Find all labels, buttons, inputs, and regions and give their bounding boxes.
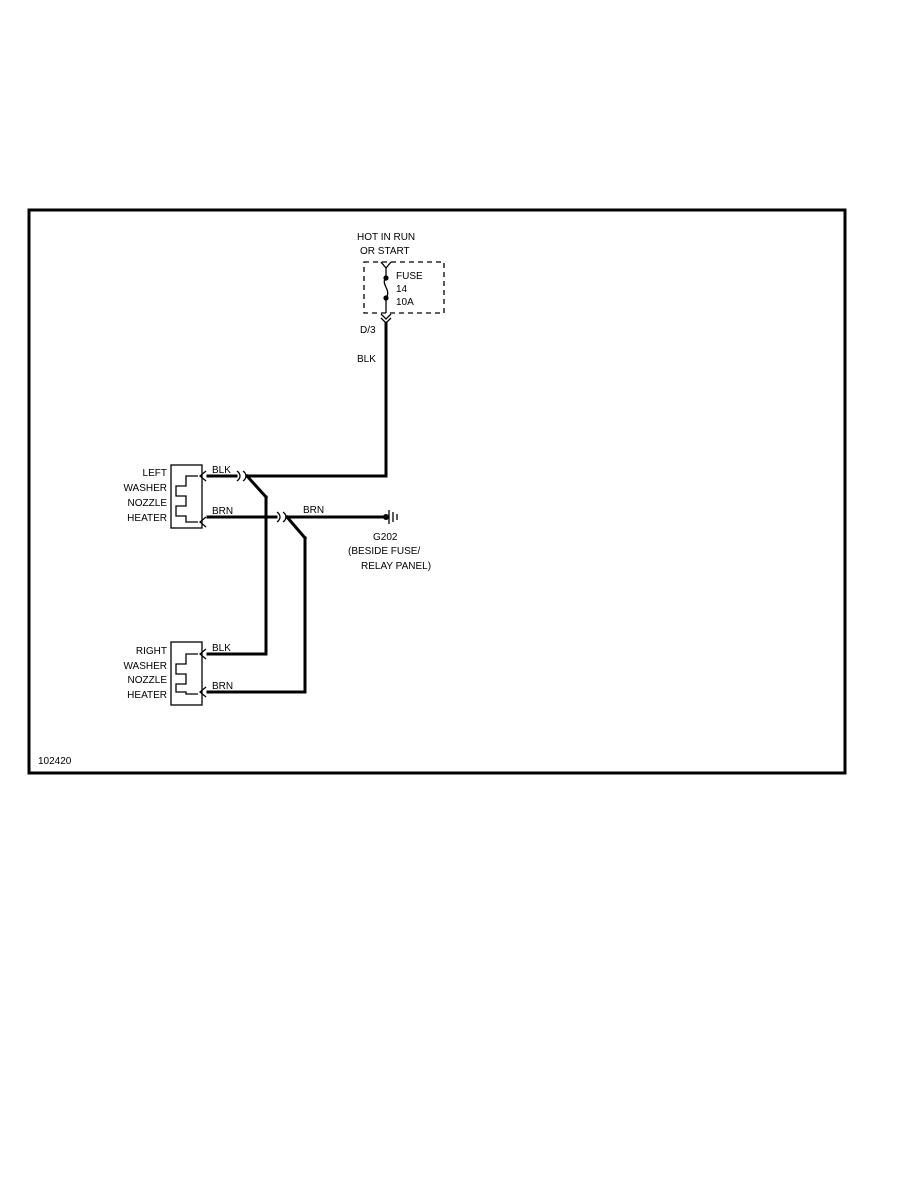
wire-label-right-brn: BRN bbox=[212, 681, 233, 692]
power-source-line1: HOT IN RUN bbox=[357, 232, 415, 243]
right-heater-component bbox=[170, 641, 207, 706]
fuse-label: FUSE bbox=[396, 271, 423, 282]
power-source-line2: OR START bbox=[360, 246, 410, 257]
ground-symbol bbox=[383, 510, 398, 524]
wire-label-fuse-feed: BLK bbox=[357, 354, 376, 365]
right-heater-label-1: RIGHT bbox=[136, 646, 167, 657]
ground-location-2: RELAY PANEL) bbox=[361, 561, 431, 572]
fuse-number: 14 bbox=[396, 284, 408, 295]
left-heater-label-4: HEATER bbox=[127, 513, 167, 524]
right-heater-label-4: HEATER bbox=[127, 690, 167, 701]
left-heater-label-3: NOZZLE bbox=[128, 498, 168, 509]
connector-d3-label: D/3 bbox=[360, 325, 376, 336]
wire-label-left-blk: BLK bbox=[212, 465, 231, 476]
ground-id: G202 bbox=[373, 532, 398, 543]
fuse-rating: 10A bbox=[396, 297, 414, 308]
splice-connector-brn bbox=[276, 511, 287, 523]
fuse-block bbox=[363, 261, 445, 314]
ground-location-1: (BESIDE FUSE/ bbox=[348, 546, 420, 557]
left-heater-label-1: LEFT bbox=[143, 468, 167, 479]
figure-id: 102420 bbox=[38, 756, 72, 767]
fuse-element bbox=[383, 277, 389, 299]
right-heater-label-3: NOZZLE bbox=[128, 675, 168, 686]
diagram-frame bbox=[27, 208, 847, 775]
wire-label-left-brn: BRN bbox=[212, 506, 233, 517]
wire-label-right-blk: BLK bbox=[212, 643, 231, 654]
left-heater-component bbox=[170, 464, 207, 529]
right-heater-label-2: WASHER bbox=[123, 661, 167, 672]
splice-connector-blk bbox=[236, 470, 247, 482]
left-heater-label-2: WASHER bbox=[123, 483, 167, 494]
connector-d3-symbol bbox=[380, 313, 392, 320]
wire-label-ground-brn: BRN bbox=[303, 505, 324, 516]
